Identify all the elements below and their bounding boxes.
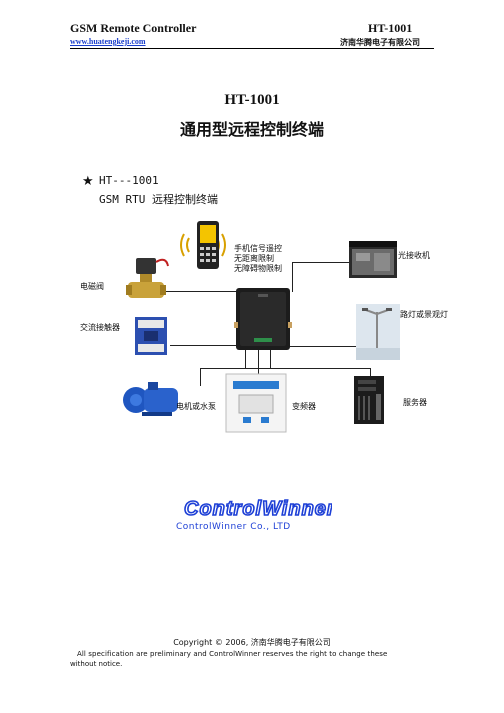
- server-icon: [354, 376, 384, 424]
- header-model: HT-1001: [368, 21, 413, 35]
- server-label: 服务器: [403, 398, 427, 407]
- wire-bus-down-pump: [200, 368, 201, 386]
- website-link[interactable]: www.huatengkeji.com: [70, 37, 146, 46]
- svg-text:ControlWinner: ControlWinner: [184, 498, 332, 519]
- logo-subtitle: ControlWinner Co., LTD: [176, 522, 291, 532]
- diagram-heading-line1: HT---1001: [99, 174, 159, 187]
- wire-streetlight: [287, 346, 357, 347]
- wire-contactor: [170, 345, 236, 346]
- copyright: Copyright © 2006, 济南华腾电子有限公司: [173, 638, 331, 647]
- wire-ctrl-down-2: [258, 350, 259, 374]
- solenoid-valve-icon: [126, 258, 169, 298]
- document-title: 通用型远程控制终端: [179, 120, 324, 139]
- wire-optical: [292, 262, 350, 263]
- diagram-heading-line2: GSM RTU 远程控制终端: [99, 193, 218, 206]
- wire-ctrl-down-1: [245, 350, 246, 368]
- wire-valve: [130, 291, 236, 292]
- inverter-icon: [225, 373, 287, 433]
- streetlight-label: 路灯或景观灯: [400, 310, 448, 319]
- inverter-label: 变频器: [292, 402, 316, 411]
- header-title: GSM Remote Controller: [70, 21, 197, 35]
- phone-label: 手机信号遥控 无距离限制 无障碍物限制: [234, 244, 282, 273]
- contactor-label: 交流接触器: [80, 323, 120, 332]
- controller-device-icon: [234, 288, 292, 350]
- wire-bus-horizontal: [200, 368, 370, 369]
- controlwinner-logo: ControlWinner: [183, 497, 332, 519]
- header-divider: [70, 48, 434, 49]
- wire-right-vertical: [292, 262, 293, 292]
- pump-motor-icon: [123, 382, 178, 416]
- streetlight-icon: [356, 304, 400, 360]
- header-company: 济南华腾电子有限公司: [340, 38, 420, 47]
- wire-bus-down-server: [370, 368, 371, 378]
- wire-ctrl-down-3: [270, 350, 271, 368]
- disclaimer-line1: All specification are preliminary and Co…: [77, 650, 388, 658]
- mobile-phone-icon: [197, 221, 219, 269]
- solenoid-valve-label: 电磁阀: [80, 282, 104, 291]
- pump-label: 电机或水泵: [176, 402, 216, 411]
- contactor-icon: [135, 317, 167, 355]
- disclaimer-line2: without notice.: [70, 660, 123, 668]
- optical-receiver-label: 光接收机: [398, 251, 430, 260]
- star-icon: ★: [82, 173, 94, 188]
- document-title-model: HT-1001: [224, 92, 280, 108]
- optical-receiver-icon: [349, 241, 397, 278]
